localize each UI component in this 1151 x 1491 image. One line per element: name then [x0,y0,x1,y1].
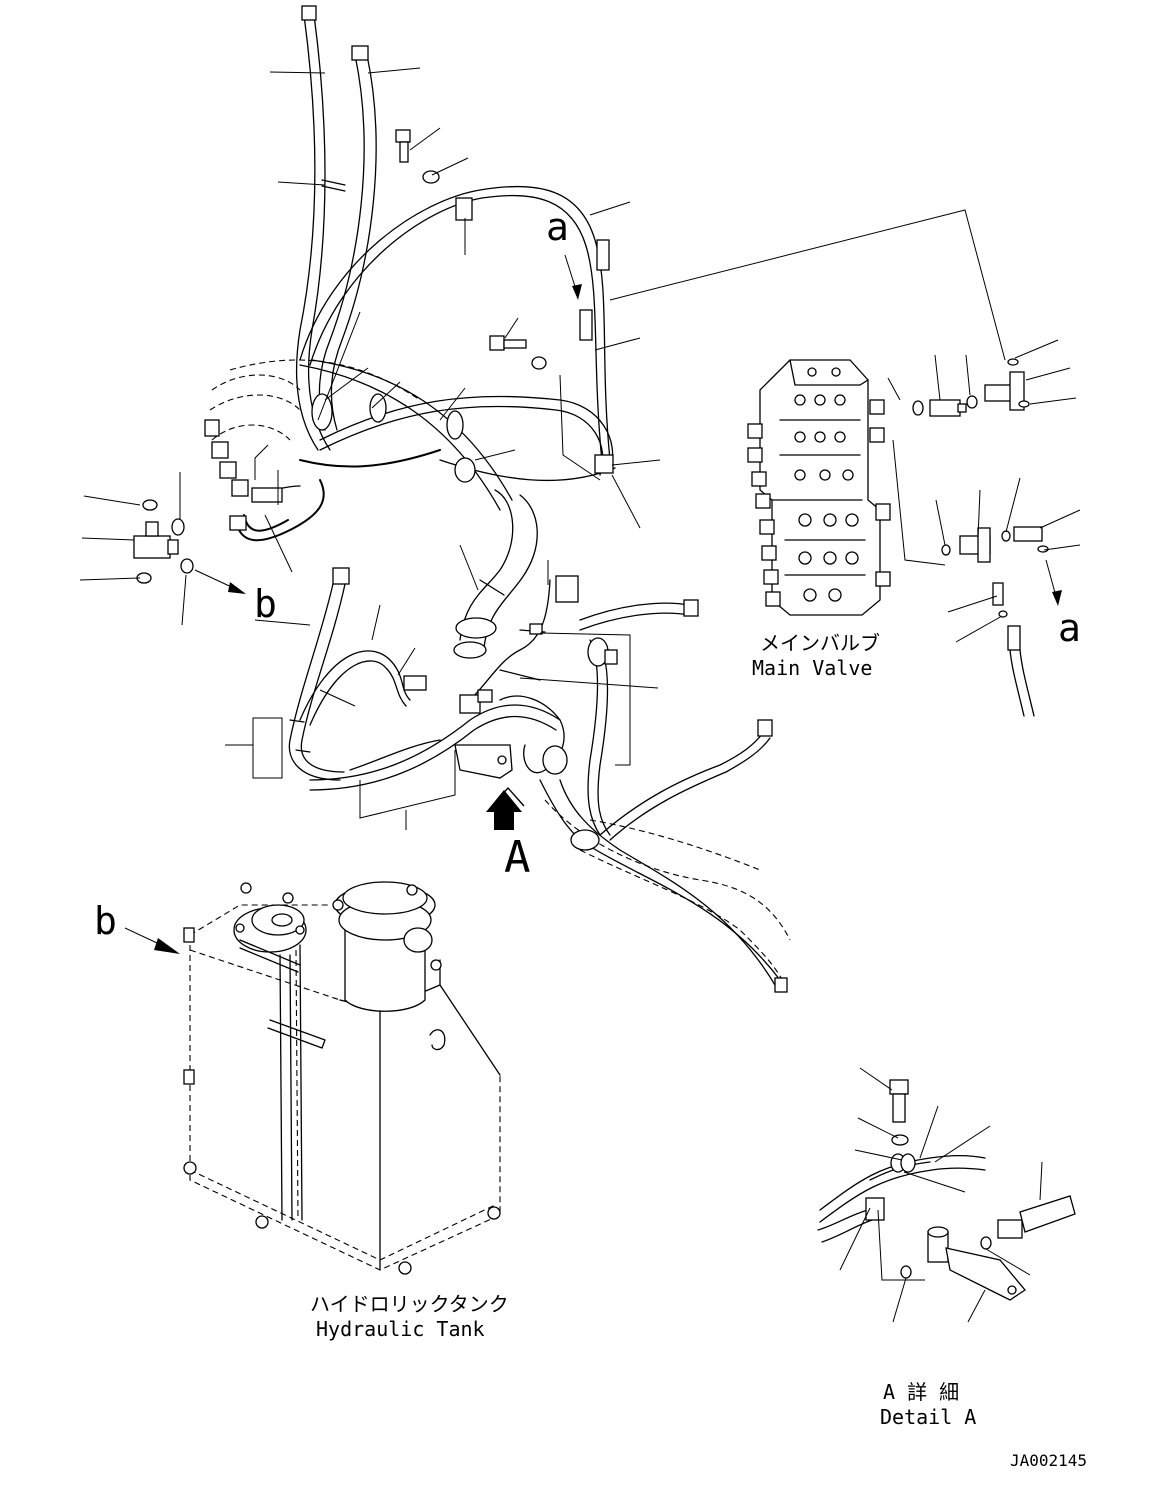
tank-filter-cap [332,881,436,1012]
o-ring-icon [1001,530,1011,542]
o-ring-icon [1007,358,1019,366]
o-ring-icon [1037,545,1049,553]
bolt-icon [889,1079,909,1123]
detail-bracket [945,1247,1026,1301]
o-ring-icon [142,499,158,511]
hose-clamp [454,457,476,483]
callout-a-right: a [1058,606,1081,650]
hose-clamp [446,410,464,440]
main-valve [747,359,891,616]
valve-fittings-right [609,209,1049,717]
view-a-label: A [504,832,531,883]
elbow-fitting [1013,526,1043,542]
hose-clamp [369,393,387,423]
hose-fitting-top-2 [351,45,369,61]
main-valve-label-jp: メインバルブ [760,631,880,655]
bolt-icon [489,335,527,351]
hydraulic-tank-label-en: Hydraulic Tank [316,1317,485,1341]
view-a-arrow [486,786,525,830]
o-ring-icon [980,1236,992,1250]
o-ring-icon [966,395,978,409]
o-ring-icon [180,558,194,574]
drawing-number: JA002145 [1010,1451,1087,1470]
hydraulic-tank-label-jp: ハイドロリックタンク [310,1292,509,1316]
hose-fitting [579,309,593,341]
o-ring-icon [171,518,185,536]
tee-fitting-left [133,499,194,584]
hose-fitting [596,239,610,271]
callout-arrows [124,254,1062,954]
leader-lines [79,67,1081,1323]
callout-b-tank: b [94,899,117,943]
valve-ports [794,367,859,602]
bolt-icon [395,129,411,163]
tank-top-flange [233,904,307,973]
adapter [929,399,961,417]
detail-a-assembly [817,1079,1076,1301]
middle-hose-assembly [288,567,791,993]
main-valve-label-en: Main Valve [752,656,872,680]
callout-b-left: b [254,582,277,626]
clamp [455,197,473,221]
bracket [594,454,614,474]
callout-a-top: a [546,205,569,249]
mounting-bracket [454,744,513,779]
hydraulic-tank [183,881,501,1275]
hose-fitting-top-1 [301,5,317,21]
o-ring-icon [912,400,924,416]
hose-clamp [311,393,333,431]
valve-spools [747,399,891,607]
o-ring-icon [1018,400,1030,408]
upper-hose-assembly [204,5,616,659]
washer-icon [531,356,547,370]
detail-a-label-en: Detail A [880,1405,976,1429]
o-ring-icon [941,544,951,556]
connector-icon [555,575,579,603]
o-ring-icon [900,1265,912,1279]
detail-a-label-jp: A 詳 細 [883,1380,959,1404]
